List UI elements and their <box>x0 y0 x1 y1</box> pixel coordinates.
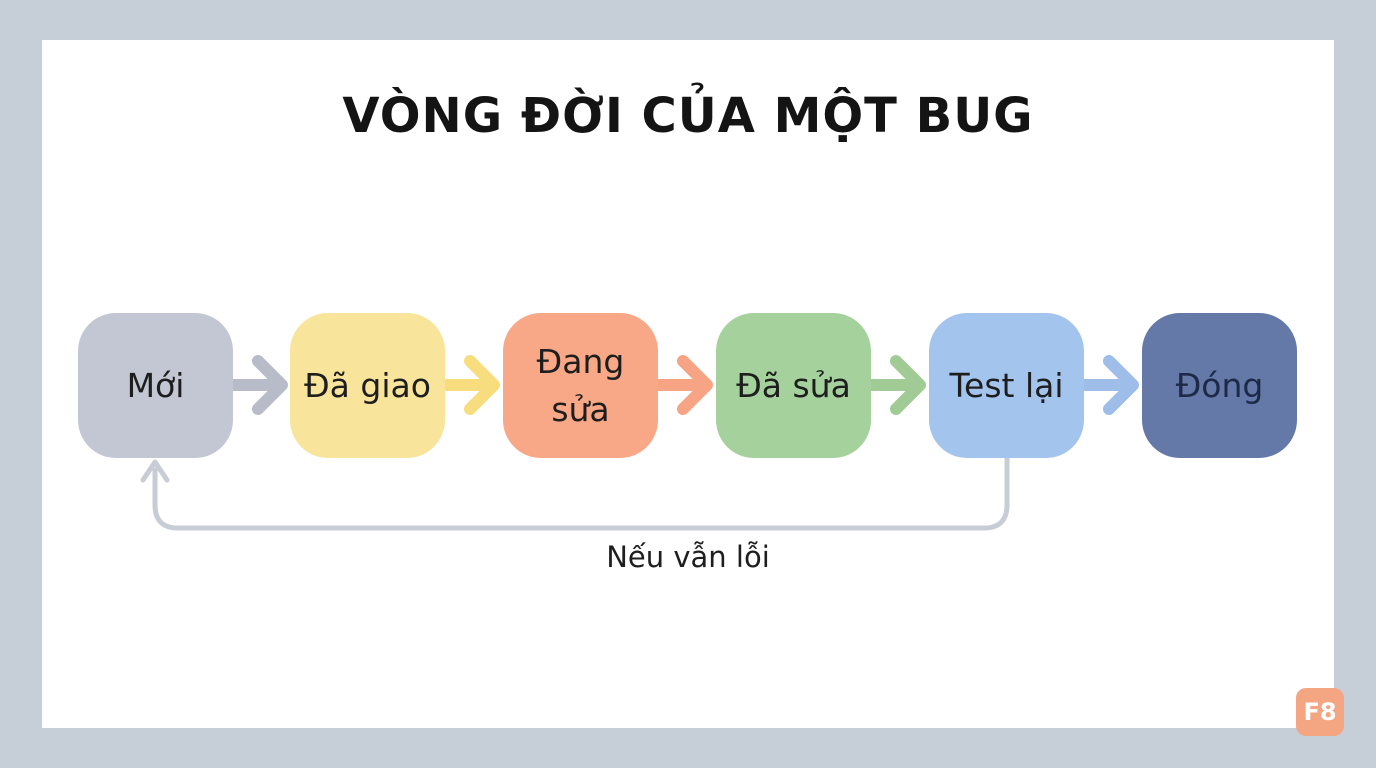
node-test-lai: Test lại <box>929 313 1084 458</box>
arrow-da-giao-to-dang-sua <box>440 355 500 415</box>
node-dang-sua: Đang sửa <box>503 313 658 458</box>
node-label: Đóng <box>1175 365 1264 405</box>
node-da-giao: Đã giao <box>290 313 445 458</box>
diagram-title: VÒNG ĐỜI CỦA MỘT BUG <box>342 88 1034 144</box>
node-label: Test lại <box>949 365 1064 405</box>
f8-logo-badge: F8 <box>1296 688 1344 736</box>
node-dong: Đóng <box>1142 313 1297 458</box>
loop-label: Nếu vẫn lỗi <box>606 540 770 574</box>
arrow-dang-sua-to-da-sua <box>653 355 713 415</box>
node-da-sua: Đã sửa <box>716 313 871 458</box>
node-label: Đã sửa <box>736 365 851 405</box>
arrow-test-lai-to-dong <box>1079 355 1139 415</box>
node-moi: Mới <box>78 313 233 458</box>
node-label: Đang sửa <box>536 341 625 429</box>
node-label: Mới <box>126 365 185 405</box>
loop-back-arrow <box>140 455 1010 531</box>
arrow-da-sua-to-test-lai <box>866 355 926 415</box>
arrow-moi-to-da-giao <box>228 355 288 415</box>
node-label: Đã giao <box>304 365 431 405</box>
